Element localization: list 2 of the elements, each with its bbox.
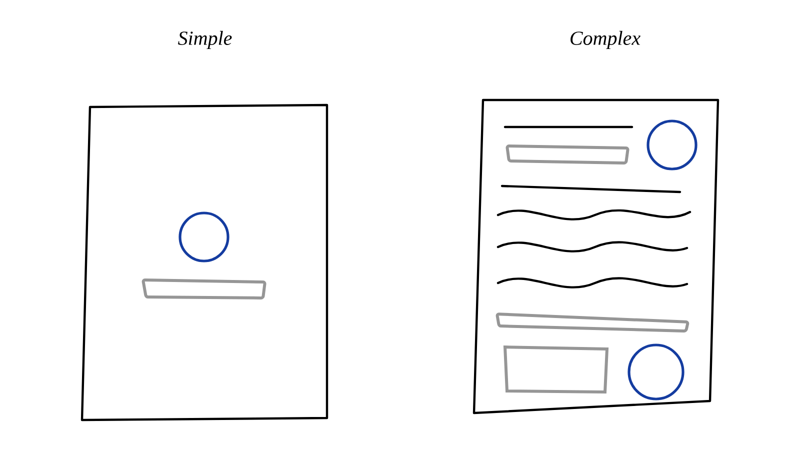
- page-title: Simple: [178, 30, 232, 50]
- page-title: Complex: [570, 30, 640, 50]
